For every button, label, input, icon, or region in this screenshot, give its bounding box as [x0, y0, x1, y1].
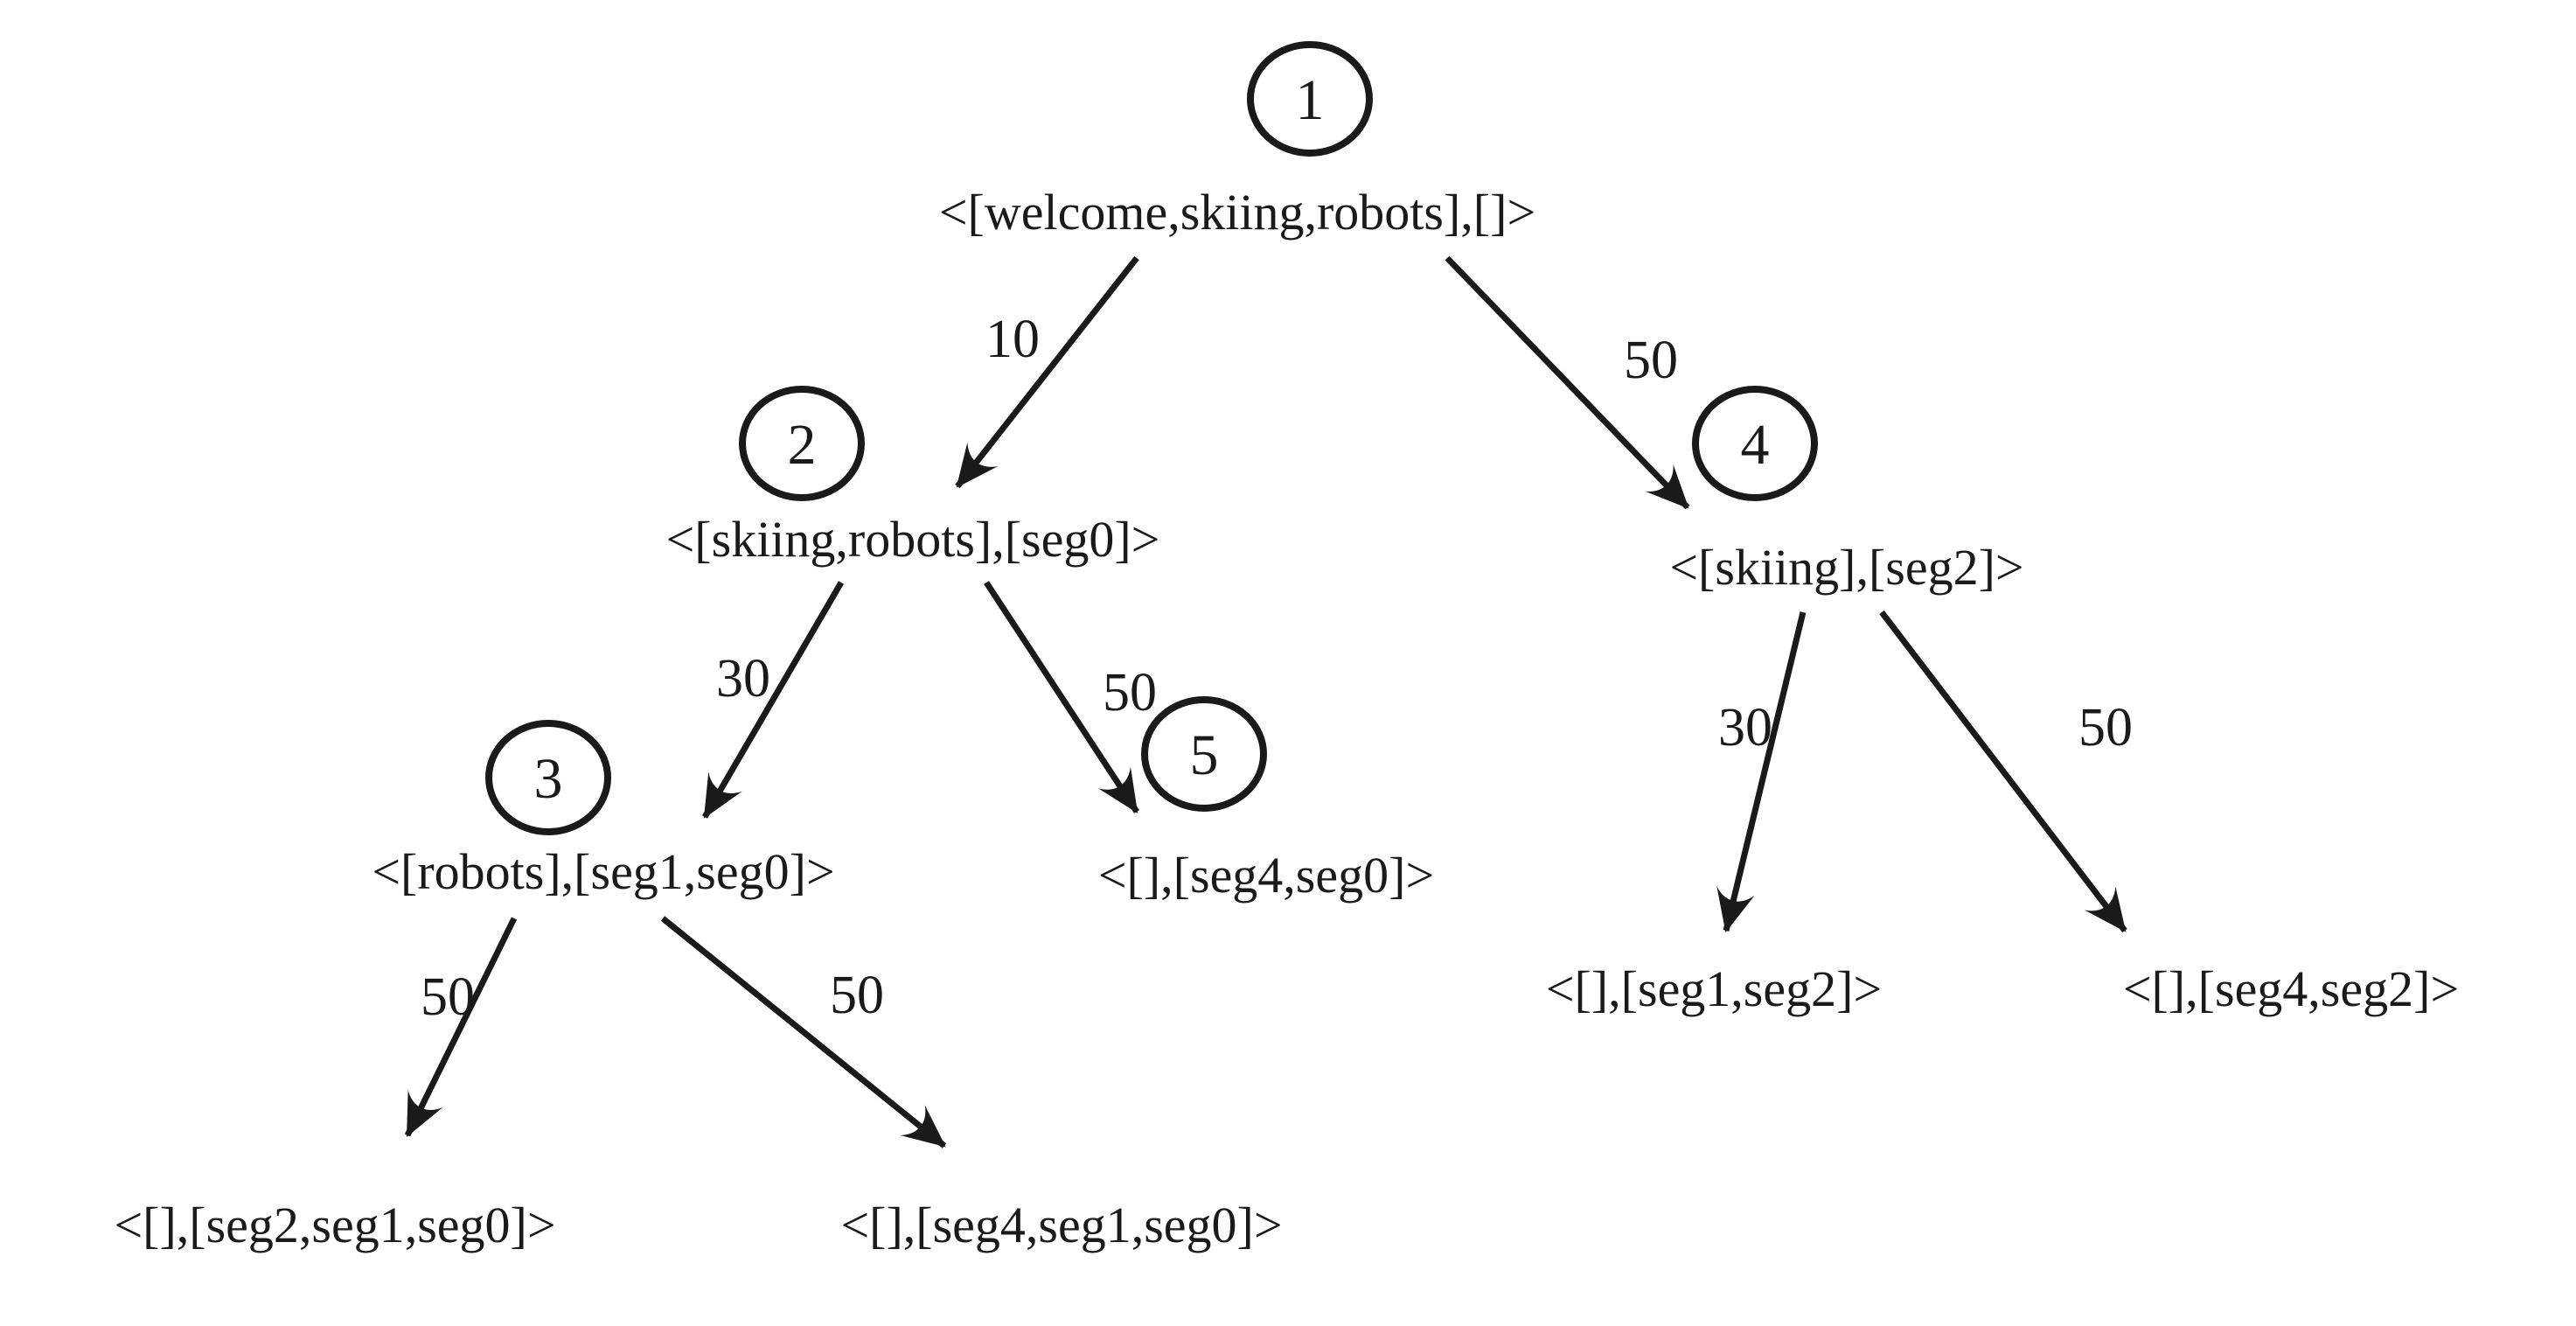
- leaf-labels: <[],[seg2,seg1,seg0]> <[],[seg4,seg1,seg…: [114, 960, 2459, 1253]
- node-1-circle: [1247, 41, 1373, 157]
- edge-arrow-3-leftleaf: [404, 917, 518, 1137]
- edges: 10 50 30 50 50 50 30 50: [404, 255, 2133, 1148]
- edge-arrow-3-rightleaf: [660, 916, 947, 1148]
- edge-arrow-2-5: [984, 581, 1139, 813]
- leaf-seg4-seg1-seg0-label: <[],[seg4,seg1,seg0]>: [840, 1197, 1282, 1253]
- edge-arrow-4-rightleaf: [1879, 610, 2127, 933]
- node-circles: 1 2 3 4 5: [485, 41, 1818, 835]
- node-5-number: 5: [1190, 723, 1219, 787]
- edge-weight-3-leftleaf: 50: [421, 967, 475, 1027]
- node-3-circle: [485, 720, 611, 835]
- edge-weight-3-rightleaf: 50: [830, 966, 884, 1025]
- leaf-seg1-seg2-label: <[],[seg1,seg2]>: [1546, 960, 1882, 1017]
- leaf-seg2-seg1-seg0-label: <[],[seg2,seg1,seg0]>: [114, 1197, 555, 1253]
- node-2-circle: [739, 386, 865, 501]
- node-1-number: 1: [1296, 68, 1325, 132]
- node-5-circle: [1141, 696, 1267, 812]
- node-4-number: 4: [1741, 413, 1770, 477]
- edge-arrow-1-4: [1445, 255, 1690, 510]
- edge-weight-4-rightleaf: 50: [2078, 698, 2133, 757]
- node-3-label: <[robots],[seg1,seg0]>: [372, 843, 834, 900]
- node-1-label: <[welcome,skiing,robots],[]>: [939, 184, 1535, 241]
- node-3-number: 3: [534, 747, 563, 811]
- edge-weight-2-5: 50: [1103, 663, 1157, 722]
- node-labels: <[welcome,skiing,robots],[]> <[skiing,ro…: [372, 184, 2023, 904]
- edge-arrow-2-3: [701, 581, 845, 819]
- edge-arrow-4-leftleaf: [1716, 611, 1807, 933]
- node-5-label: <[],[seg4,seg0]>: [1098, 847, 1434, 904]
- edge-weight-1-4: 50: [1624, 331, 1678, 390]
- node-4-label: <[skiing],[seg2]>: [1669, 539, 2023, 596]
- edge-arrow-1-2: [955, 255, 1139, 489]
- edge-weight-1-2: 10: [985, 310, 1040, 369]
- node-2-number: 2: [788, 413, 817, 477]
- node-2-label: <[skiing,robots],[seg0]>: [666, 511, 1160, 568]
- node-4-circle: [1692, 386, 1818, 501]
- edge-weight-4-leftleaf: 30: [1718, 698, 1772, 757]
- edge-weight-2-3: 30: [716, 649, 770, 708]
- leaf-seg4-seg2-label: <[],[seg4,seg2]>: [2123, 960, 2459, 1017]
